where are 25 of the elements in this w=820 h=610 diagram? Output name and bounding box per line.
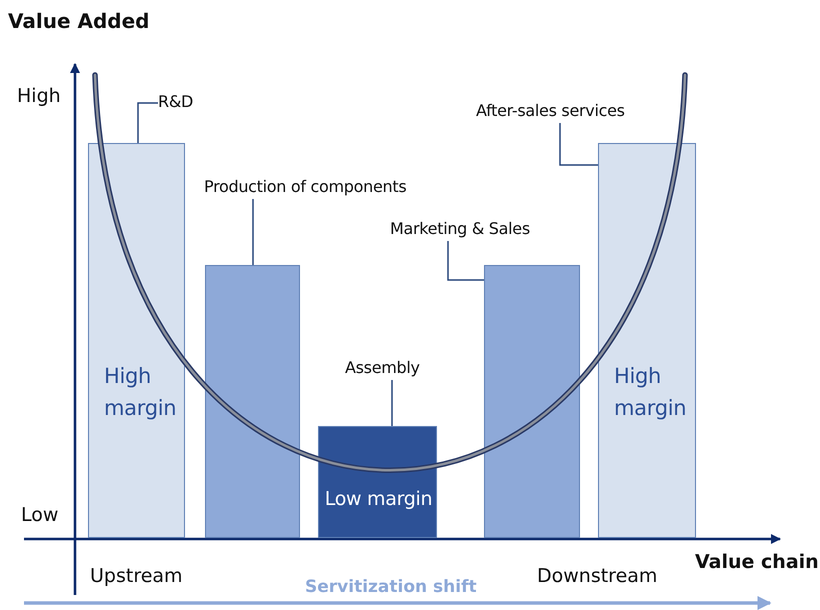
value-bar xyxy=(88,143,185,538)
value-bar xyxy=(318,426,437,538)
axis-title: Value Added xyxy=(8,9,150,33)
activity-label: After-sales services xyxy=(476,101,625,120)
value-bar xyxy=(205,265,300,538)
leader-line xyxy=(447,241,484,281)
activity-label: Marketing & Sales xyxy=(390,219,530,238)
value-bar xyxy=(598,143,696,538)
shift-label: Servitization shift xyxy=(305,577,477,597)
axis-tick-label: High xyxy=(17,85,61,107)
activity-label: Production of components xyxy=(204,177,406,196)
leader-line xyxy=(559,123,598,166)
value-bar xyxy=(484,265,580,538)
axis-title: Value chain xyxy=(695,551,819,573)
position-label: Downstream xyxy=(537,565,658,587)
leader-line xyxy=(391,379,393,426)
position-label: Upstream xyxy=(90,565,183,587)
margin-label: Low margin xyxy=(324,487,434,512)
margin-label: High margin xyxy=(104,363,178,422)
activity-label: Assembly xyxy=(345,358,420,377)
activity-label: R&D xyxy=(158,92,194,111)
leader-line xyxy=(137,102,158,143)
leader-line xyxy=(252,198,254,265)
margin-label: High margin xyxy=(614,363,688,422)
axis-tick-label: Low xyxy=(21,504,58,526)
